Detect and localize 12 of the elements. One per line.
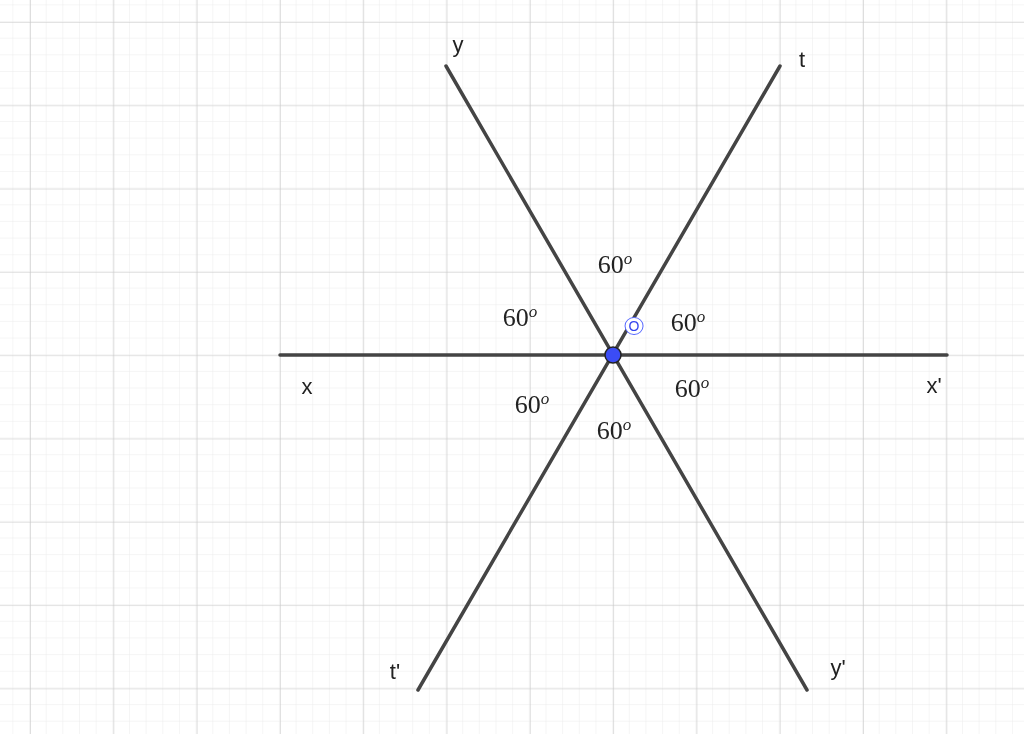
line-label: x' [926,375,942,397]
angle-label: 60$^{o}$ [674,373,710,403]
line-label: t' [389,661,401,683]
line-label: y [452,34,464,56]
line-label: y' [830,657,846,679]
angle-label: 60$^{o}$ [597,249,633,279]
line-label: t [798,49,806,71]
angle-label: 60$^{o}$ [596,415,632,445]
angle-label: 60$^{o}$ [670,307,706,337]
angle-label: 60$^{o}$ [502,302,538,332]
line-label: x [301,376,313,398]
angle-label: 60$^{o}$ [514,389,550,419]
